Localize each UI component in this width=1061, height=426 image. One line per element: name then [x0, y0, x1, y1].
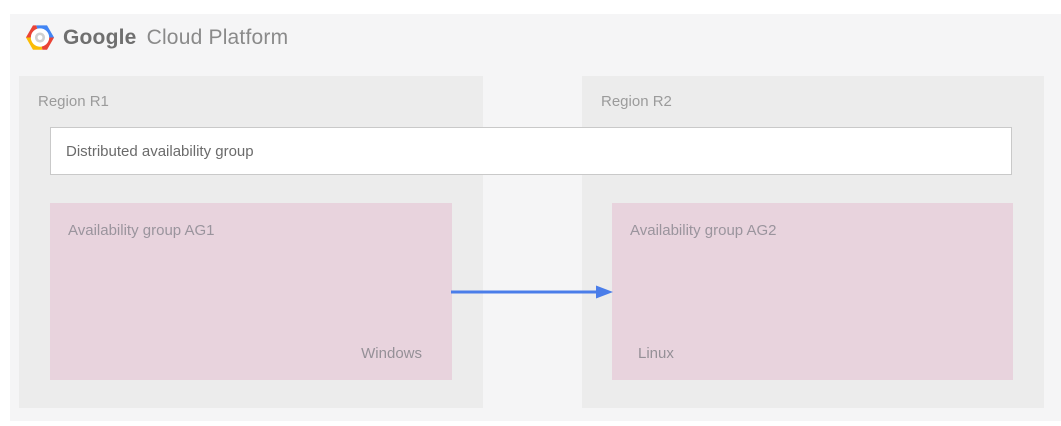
- ag1-to-ag2-arrow: [451, 285, 613, 299]
- region-r1-label: Region R1: [38, 93, 109, 110]
- distributed-availability-group-box: Distributed availability group: [50, 127, 1012, 175]
- ag2-label: Availability group AG2: [630, 222, 777, 239]
- arrow-head-icon: [596, 285, 613, 299]
- ag2-os-label: Linux: [638, 345, 674, 362]
- logo-center-hole: [37, 35, 43, 40]
- gcp-canvas: Google Cloud Platform Region R1 Region R…: [10, 14, 1061, 421]
- availability-group-ag2-box: Availability group AG2 Linux: [612, 203, 1013, 380]
- brand-google: Google: [63, 25, 137, 49]
- brand-cloud-platform: Cloud Platform: [146, 25, 289, 49]
- ag1-label: Availability group AG1: [68, 222, 215, 239]
- brand: Google Cloud Platform: [25, 22, 288, 53]
- region-r2-label: Region R2: [601, 93, 672, 110]
- distributed-availability-group-label: Distributed availability group: [66, 142, 254, 160]
- brand-title: Google Cloud Platform: [63, 26, 288, 50]
- ag1-os-label: Windows: [361, 345, 422, 362]
- availability-group-ag1-box: Availability group AG1 Windows: [50, 203, 452, 380]
- google-cloud-platform-logo-icon: [25, 25, 55, 50]
